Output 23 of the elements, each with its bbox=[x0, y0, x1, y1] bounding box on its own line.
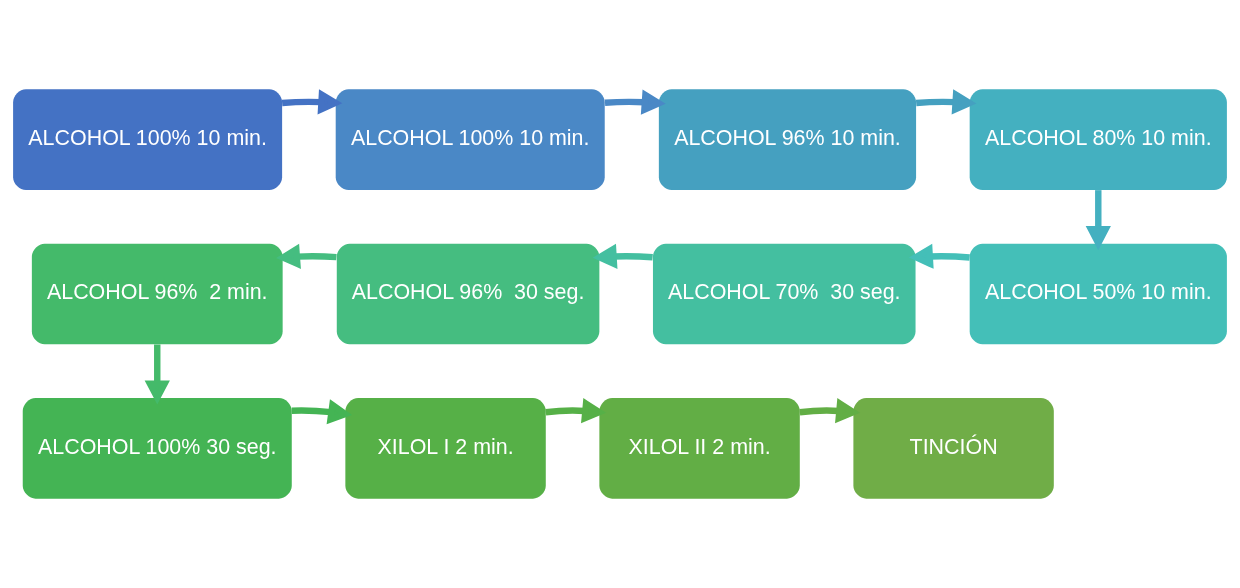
node-box: ALCOHOL 96% 30 seg. bbox=[336, 243, 600, 345]
node-box: ALCOHOL 100% 30 seg. bbox=[22, 397, 292, 499]
arrow bbox=[915, 89, 977, 115]
node-box: ALCOHOL 70% 30 seg. bbox=[652, 243, 916, 345]
node-box: TINCIÓN bbox=[853, 397, 1054, 499]
node-box: ALCOHOL 100% 10 min. bbox=[13, 89, 283, 191]
arrow bbox=[908, 243, 970, 269]
arrow bbox=[545, 398, 607, 424]
arrow bbox=[276, 243, 337, 269]
arrow bbox=[799, 398, 861, 424]
arrow bbox=[592, 243, 653, 269]
arrow bbox=[604, 89, 666, 115]
node-box: ALCOHOL 50% 10 min. bbox=[969, 243, 1227, 345]
node-box: XILOL I 2 min. bbox=[345, 397, 546, 499]
arrow bbox=[144, 344, 170, 405]
node-box: XILOL II 2 min. bbox=[599, 397, 800, 499]
arrow bbox=[1085, 190, 1111, 251]
arrow bbox=[291, 399, 353, 425]
node-box: ALCOHOL 80% 10 min. bbox=[969, 89, 1227, 191]
arrow bbox=[281, 89, 343, 115]
node-box: ALCOHOL 96% 2 min. bbox=[31, 243, 283, 345]
node-box: ALCOHOL 96% 10 min. bbox=[658, 89, 917, 191]
node-box: ALCOHOL 100% 10 min. bbox=[335, 89, 605, 191]
